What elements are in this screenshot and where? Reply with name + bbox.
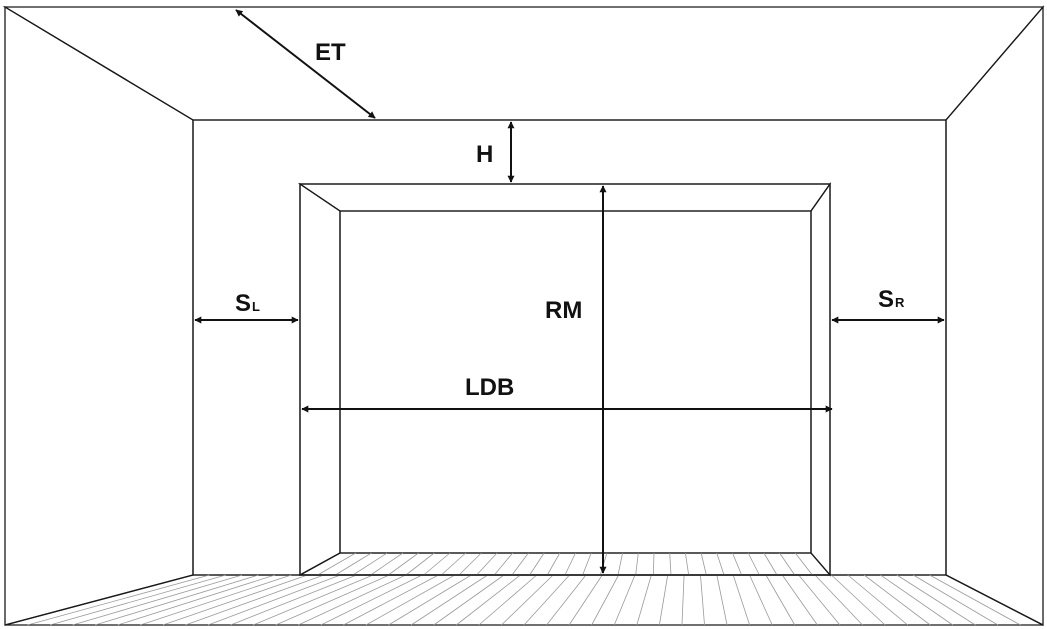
floor-board-line	[747, 552, 760, 576]
floor-boards	[27, 574, 1021, 626]
ldb-label: LDB	[465, 374, 514, 401]
floor-board-line	[765, 574, 796, 626]
floor-board-line	[880, 574, 953, 626]
floor-board-line	[433, 574, 505, 626]
rm-label: RM	[545, 297, 582, 324]
floor-board-line	[763, 552, 778, 576]
floor-board-line	[794, 552, 813, 576]
floor-board-line	[162, 574, 308, 626]
floor-board-line	[298, 574, 406, 626]
floor-board-line	[140, 574, 292, 626]
floor-board-line	[441, 552, 466, 576]
floor-board-line	[117, 574, 275, 626]
floor-board-line	[582, 552, 592, 576]
opening-right-reveal	[810, 181, 831, 577]
opening-interior	[339, 210, 812, 554]
floor-board-line	[798, 574, 841, 626]
floor-board-line	[317, 552, 356, 576]
floor-board-line	[716, 574, 728, 626]
floor-board-line	[352, 552, 388, 576]
floor-board-line	[635, 552, 639, 576]
et-dimension-arrow	[235, 9, 376, 119]
floor-board-line	[568, 574, 603, 626]
et-label: ET	[315, 39, 346, 66]
floor-board-line	[476, 552, 498, 576]
floor-board-line	[636, 574, 652, 626]
opening-floor	[299, 552, 832, 576]
floor-board-line	[185, 574, 325, 626]
sr-label-main: S	[878, 286, 894, 313]
floor-board-line	[335, 552, 372, 576]
floor-board-line	[847, 574, 908, 626]
floor-board-line	[230, 574, 357, 626]
sr-label-subscript: R	[895, 295, 905, 310]
floor-board-line	[410, 574, 488, 626]
floor-board-line	[370, 552, 404, 576]
floor-board-line	[423, 552, 451, 576]
floor-board-line	[343, 574, 439, 626]
floor-board-line	[478, 574, 538, 626]
ceiling	[2, 6, 1045, 121]
h-label: H	[476, 141, 493, 168]
floor-board-line	[50, 574, 226, 626]
floor-board-line	[458, 552, 482, 576]
floor-board-line	[814, 574, 863, 626]
sr-label: SR	[878, 286, 905, 313]
sl-label-main: S	[235, 290, 251, 317]
sl-label: SL	[235, 290, 260, 317]
opening-lintel	[297, 183, 832, 212]
floor-board-line	[564, 552, 576, 576]
opening-outline	[299, 183, 831, 576]
floor-board-line	[652, 552, 655, 576]
floor-board-line	[591, 574, 619, 626]
floor-board-line	[781, 574, 818, 626]
floor-board-line	[658, 574, 669, 626]
floor-board-line	[275, 574, 390, 626]
floor-board-line	[511, 552, 529, 576]
floor-board-line	[365, 574, 456, 626]
floor-board-line	[253, 574, 374, 626]
floor-board-line	[207, 574, 341, 626]
sl-label-subscript: L	[252, 299, 260, 314]
floor-board-line	[669, 552, 672, 576]
floor-board-line	[749, 574, 773, 626]
floor-board-line	[779, 552, 795, 576]
opening-left-reveal	[299, 182, 341, 577]
floor-board-line	[617, 552, 623, 576]
floor-board-line	[523, 574, 570, 626]
floor-board-line	[529, 552, 545, 576]
floor-board-line	[405, 552, 435, 576]
opening-floor-boards	[317, 552, 813, 576]
floor	[4, 574, 1044, 626]
floor-board-line	[613, 574, 636, 626]
floor-board-line	[546, 574, 587, 626]
floor-board-line	[681, 574, 685, 626]
floor-board-line	[716, 552, 725, 576]
floor-board-line	[685, 552, 690, 576]
floor-board-line	[732, 552, 743, 576]
floor-board-line	[863, 574, 931, 626]
floor-board-line	[388, 552, 419, 576]
floor-board-line	[494, 552, 514, 576]
floor-board-line	[831, 574, 886, 626]
floor-board-line	[27, 574, 210, 626]
right-side-wall	[945, 5, 1044, 627]
floor-board-line	[896, 574, 976, 626]
floor-board-line	[700, 552, 707, 576]
floor-board-line	[456, 574, 521, 626]
floor-board-line	[501, 574, 554, 626]
floor-board-line	[72, 574, 243, 626]
floor-board-line	[95, 574, 259, 626]
floor-board-line	[732, 574, 751, 626]
floor-board-line	[546, 552, 561, 576]
floor-board-line	[929, 574, 1021, 626]
floor-board-line	[700, 574, 705, 626]
floor-board-line	[320, 574, 423, 626]
floor-board-line	[388, 574, 472, 626]
floor-board-line	[913, 574, 999, 626]
left-side-wall	[4, 5, 194, 626]
